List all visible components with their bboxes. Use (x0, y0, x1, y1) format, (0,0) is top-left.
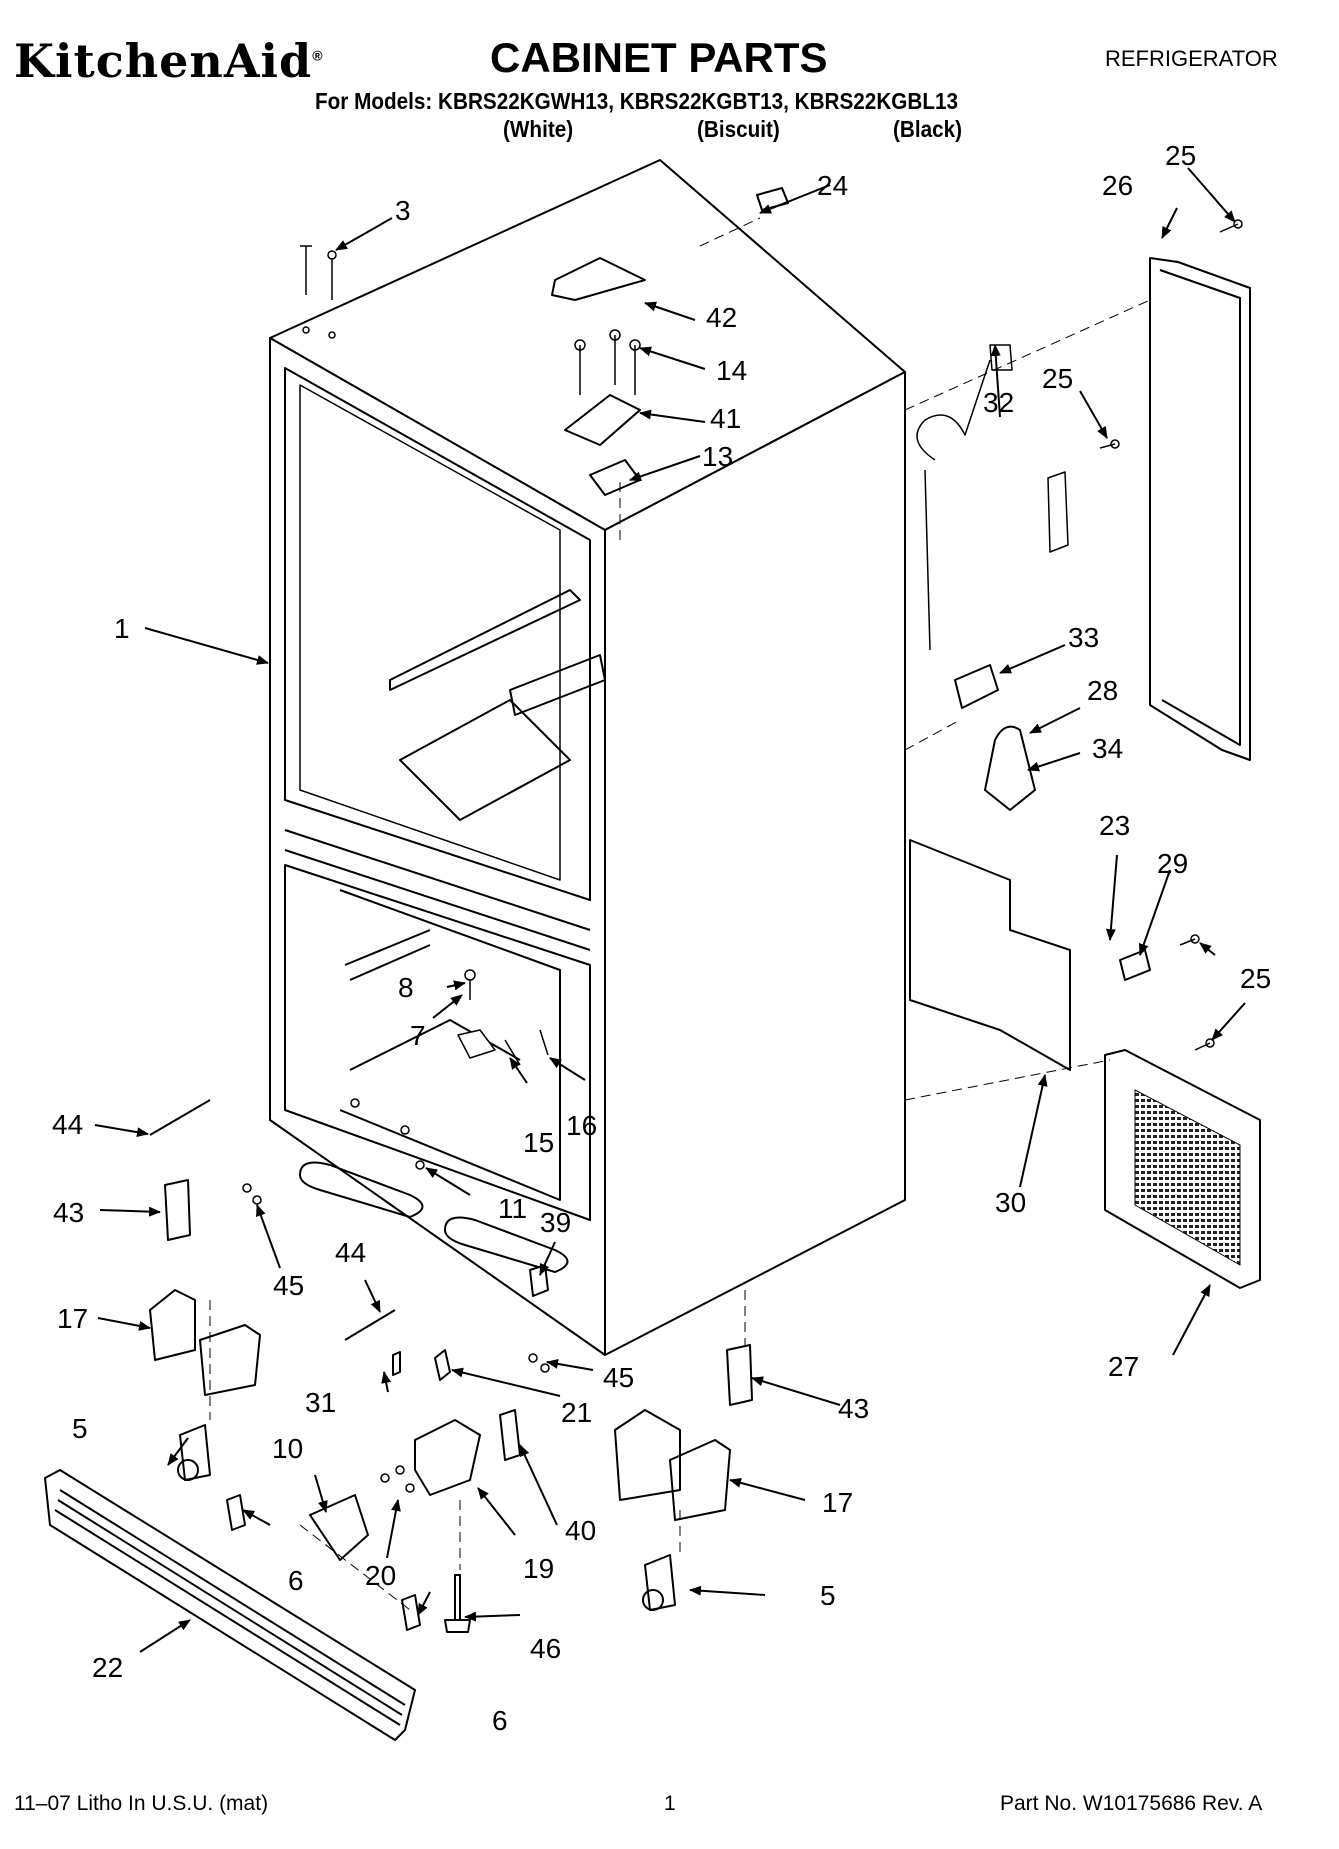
footer-page-number: 1 (664, 1792, 676, 1815)
part-14-screws (574, 329, 641, 395)
callout-17-left: 17 (57, 1303, 88, 1334)
part-44-bolts (149, 1099, 396, 1341)
part-10-cover (309, 1494, 369, 1561)
callout-20: 20 (365, 1560, 396, 1591)
part-31-screw (392, 1351, 401, 1376)
callout-19: 19 (523, 1553, 554, 1584)
page-title: CABINET PARTS (490, 34, 828, 81)
callout-1: 1 (114, 613, 130, 644)
part-28-light-housing (984, 725, 1036, 811)
color-white: (White) (503, 116, 574, 142)
callout-25-lower: 25 (1240, 963, 1271, 994)
part-26-side-panel (1149, 257, 1251, 761)
part-21-stud (434, 1349, 451, 1381)
leader-arrows (94, 167, 1246, 1653)
callout-45-left: 45 (273, 1270, 304, 1301)
part-19-leveler-bracket (414, 1419, 481, 1496)
brand-logo: KitchenAid® (14, 34, 324, 88)
callout-25-top: 25 (1165, 140, 1196, 171)
footer-part-number: Part No. W10175686 Rev. A (1000, 1792, 1263, 1815)
part-43-bracket-right (726, 1344, 753, 1406)
callout-labels: 1 3 5 5 6 6 7 8 10 11 13 14 15 16 17 17 … (52, 140, 1271, 1736)
callout-33: 33 (1068, 622, 1099, 653)
part-46-leveling-leg (444, 1574, 471, 1633)
callout-5-left: 5 (72, 1413, 88, 1444)
callout-43-right: 43 (838, 1393, 869, 1424)
callout-8: 8 (398, 972, 414, 1003)
callout-11: 11 (498, 1193, 527, 1224)
callout-14: 14 (716, 355, 747, 386)
callout-3: 3 (395, 195, 411, 226)
callout-10: 10 (272, 1433, 303, 1464)
part-33-knob (954, 664, 999, 709)
cabinet-shell (269, 159, 906, 1356)
callout-28: 28 (1087, 675, 1118, 706)
part-43-bracket-left (164, 1179, 191, 1241)
part-17-bracket-left (149, 1289, 261, 1396)
callout-22: 22 (92, 1652, 123, 1683)
part-29-bracket (1119, 949, 1151, 981)
part-25-screws (1099, 219, 1243, 1051)
alignment-lines (209, 217, 1151, 1611)
callout-42: 42 (706, 302, 737, 333)
callout-44-right: 44 (335, 1237, 366, 1268)
part-20-screws (380, 1465, 415, 1493)
callout-27: 27 (1108, 1351, 1139, 1382)
part-39-switch (529, 1264, 549, 1297)
callout-15: 15 (523, 1127, 554, 1158)
callout-30: 30 (995, 1187, 1026, 1218)
part-22-toe-grille (44, 1469, 416, 1741)
callout-6-lower: 6 (492, 1705, 508, 1736)
callout-6-upper: 6 (288, 1565, 304, 1596)
callout-17-right: 17 (822, 1487, 853, 1518)
callout-40: 40 (565, 1515, 596, 1546)
part-17-bracket-right (614, 1409, 731, 1521)
callout-31: 31 (305, 1387, 336, 1418)
part-45-screws (242, 1183, 550, 1373)
appliance-category: REFRIGERATOR (1105, 46, 1278, 71)
part-6-clip-upper (226, 1494, 246, 1531)
callout-41: 41 (710, 403, 741, 434)
part-30-control-panel (909, 839, 1071, 1071)
callout-16: 16 (566, 1110, 597, 1141)
callout-34: 34 (1092, 733, 1123, 764)
callout-5-right: 5 (820, 1580, 836, 1611)
callout-13: 13 (702, 441, 733, 472)
callout-46: 46 (530, 1633, 561, 1664)
part-5-rollers (177, 1424, 676, 1611)
callout-45-right: 45 (603, 1362, 634, 1393)
callout-39: 39 (540, 1207, 571, 1238)
callout-7: 7 (410, 1020, 426, 1051)
callout-44-left: 44 (52, 1109, 83, 1140)
part-40-plate (499, 1409, 521, 1461)
callout-26: 26 (1102, 170, 1133, 201)
part-11-screws (350, 1098, 425, 1170)
callout-29: 29 (1157, 848, 1188, 879)
models-line: For Models: KBRS22KGWH13, KBRS22KGBT13, … (315, 88, 958, 114)
callout-24: 24 (817, 170, 848, 201)
callout-23: 23 (1099, 810, 1130, 841)
callout-32: 32 (983, 387, 1014, 418)
callout-43-left: 43 (53, 1197, 84, 1228)
part-24-pad (756, 187, 789, 211)
color-biscuit: (Biscuit) (697, 116, 780, 142)
part-3-screws (300, 245, 337, 339)
footer-litho: 11–07 Litho In U.S.U. (mat) (14, 1792, 269, 1815)
part-27-rear-grille (1104, 1049, 1261, 1289)
callout-25-upper: 25 (1042, 363, 1073, 394)
callout-21: 21 (561, 1397, 592, 1428)
color-black: (Black) (893, 116, 963, 142)
part-6-clip-lower (401, 1594, 421, 1631)
part-42-cover (551, 257, 646, 301)
